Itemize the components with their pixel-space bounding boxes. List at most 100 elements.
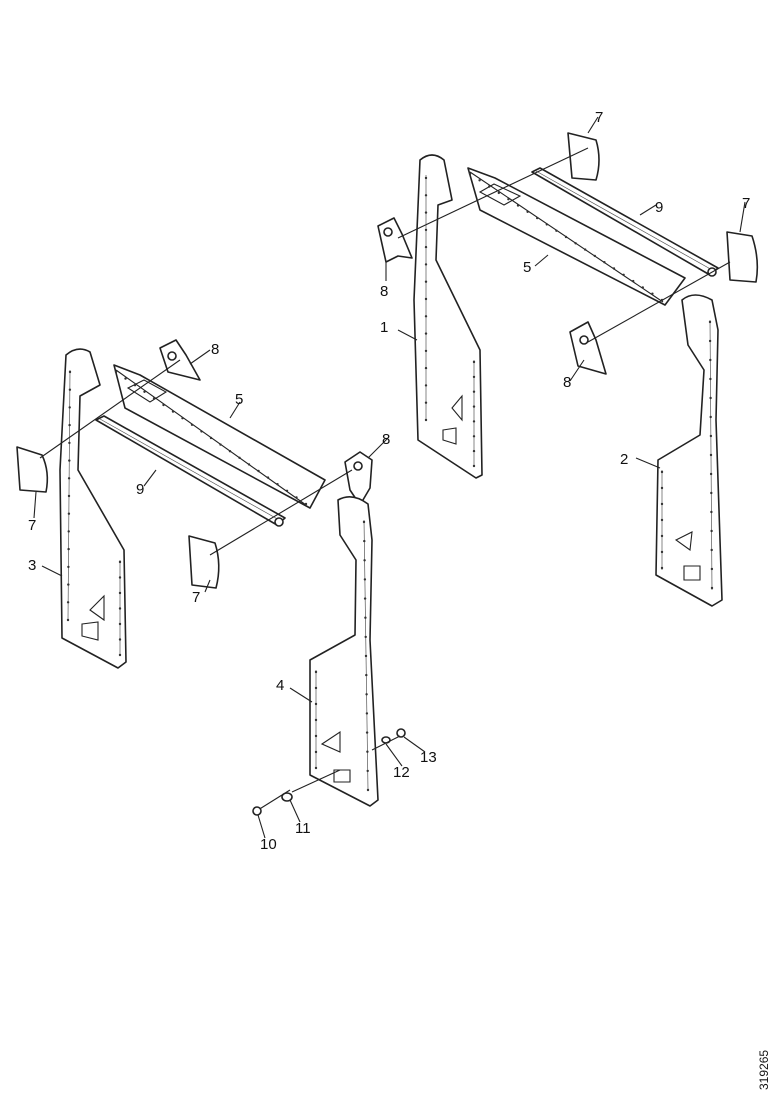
rivet-hole <box>708 339 712 343</box>
callout-8-left: 8 <box>382 431 390 448</box>
rivet-hole <box>363 539 366 543</box>
rivet-hole <box>424 280 428 283</box>
rivet-hole <box>162 403 165 407</box>
rivet-hole <box>710 567 714 571</box>
cover-plate-part-7-right <box>726 231 759 283</box>
rivet-hole <box>118 607 122 610</box>
rivet-hole <box>200 430 203 433</box>
callout-10: 10 <box>260 836 277 853</box>
rivet-hole <box>118 653 122 657</box>
callout-8-lower-right: 8 <box>563 374 571 391</box>
side-panel-part-2 <box>655 294 723 607</box>
rivet-hole <box>304 502 308 506</box>
rivet-hole <box>660 566 664 570</box>
rivet-hole <box>364 616 367 619</box>
rivet-hole <box>118 638 122 641</box>
callout-9-left: 9 <box>136 481 144 498</box>
rivet-hole <box>472 449 476 453</box>
rivet-hole <box>660 518 664 522</box>
rivet-hole <box>365 731 369 734</box>
rivet-hole <box>67 583 70 586</box>
bracket-part-8-upper-right <box>377 217 413 263</box>
rivet-hole <box>593 254 596 258</box>
rivet-hole <box>660 502 664 506</box>
callout-7-left: 7 <box>28 517 36 534</box>
rivet-hole <box>266 476 270 479</box>
rivet-hole <box>651 292 654 295</box>
rivet-hole <box>276 483 279 486</box>
rivet-hole <box>709 415 712 419</box>
rivet-hole <box>314 718 318 722</box>
bracket-part-8-left <box>344 451 373 506</box>
rivet-hole <box>424 245 428 249</box>
side-panel-part-3 <box>59 348 127 669</box>
rivet-hole <box>472 360 476 364</box>
rivet-hole <box>622 273 625 276</box>
rivet-hole <box>488 185 491 188</box>
rivet-hole <box>424 297 428 301</box>
rivet-hole <box>424 211 428 214</box>
rivet-hole <box>641 286 644 289</box>
rivet-hole <box>710 548 713 552</box>
rivet-hole <box>424 366 428 370</box>
rivet-hole <box>209 436 213 440</box>
rivet-hole <box>143 390 146 393</box>
rivet-hole <box>68 370 72 374</box>
rivet-hole <box>314 702 318 706</box>
rivet-hole <box>555 229 558 232</box>
rivet-hole <box>424 384 428 387</box>
cover-plate-part-7-upper-right <box>567 132 600 181</box>
rivet-hole <box>67 512 71 515</box>
rivet-hole <box>424 228 428 232</box>
rivet-hole <box>660 298 664 302</box>
callout-5-left: 5 <box>235 391 243 408</box>
rivet-hole <box>366 769 369 773</box>
rivet-hole <box>366 788 370 792</box>
rivet-hole <box>68 441 71 445</box>
rivet-hole <box>424 194 428 197</box>
rivet-hole <box>228 450 232 453</box>
rivet-hole <box>472 390 476 393</box>
callout-4: 4 <box>276 677 284 694</box>
rivet-hole <box>314 750 318 754</box>
rivet-hole <box>603 261 606 264</box>
rivet-hole <box>181 417 184 420</box>
rivet-hole <box>709 396 712 400</box>
callout-2: 2 <box>620 451 628 468</box>
rivet-hole <box>472 464 476 468</box>
callout-7-right: 7 <box>742 195 750 212</box>
callout-7-lower-left: 7 <box>192 589 200 606</box>
rivet-hole <box>68 459 71 462</box>
rivet-hole <box>709 377 712 381</box>
callout-8-upper-right: 8 <box>380 283 388 300</box>
rivet-hole <box>68 423 71 427</box>
rivet-hole <box>238 456 241 459</box>
bracket-part-8-lower-right <box>569 321 607 375</box>
cover-plate-part-7-left <box>16 446 49 493</box>
rivet-hole <box>247 463 251 466</box>
callout-8-upper-left: 8 <box>211 341 219 358</box>
rivet-hole <box>584 248 587 251</box>
rivet-hole <box>424 176 428 180</box>
rivet-hole <box>67 494 71 498</box>
rivet-hole <box>710 510 713 514</box>
rivet-hole <box>363 578 367 581</box>
rivet-hole <box>366 750 369 753</box>
callout-labels: 1 2 3 4 5 5 7 7 7 7 8 8 8 8 9 9 10 11 12… <box>28 109 750 853</box>
rivet-hole <box>67 547 70 551</box>
rivet-hole <box>660 470 664 474</box>
rivet-hole <box>660 550 664 554</box>
rivet-hole <box>314 734 318 738</box>
washer-part-11 <box>281 792 293 802</box>
drawing-number: 319265 <box>757 1050 771 1090</box>
rivet-hole <box>708 320 712 324</box>
rivet-hole <box>364 654 368 658</box>
rivet-hole <box>67 477 71 480</box>
callout-1: 1 <box>380 319 388 336</box>
rivet-hole <box>190 423 194 426</box>
rivet-hole <box>364 635 367 639</box>
callout-3: 3 <box>28 557 36 574</box>
callout-12: 12 <box>393 764 410 781</box>
rivet-hole <box>363 559 366 562</box>
